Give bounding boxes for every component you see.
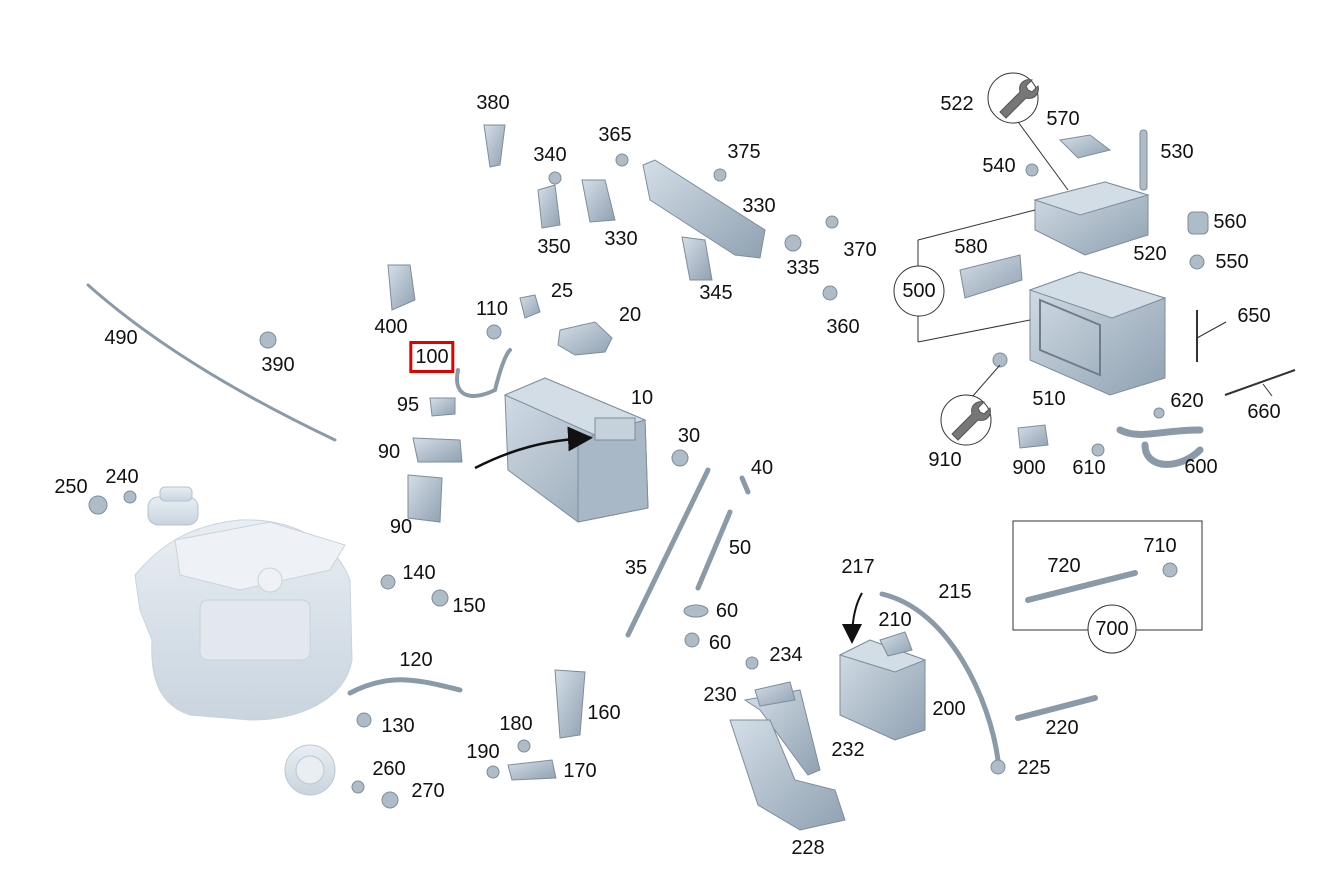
callout-95[interactable]: 95 (396, 394, 420, 416)
callout-170[interactable]: 170 (563, 760, 597, 782)
callout-20[interactable]: 20 (618, 304, 642, 326)
callout-140[interactable]: 140 (402, 562, 436, 584)
callout-620[interactable]: 620 (1170, 390, 1204, 412)
callout-660[interactable]: 660 (1247, 401, 1281, 423)
cross-member (642, 159, 766, 259)
callout-232[interactable]: 232 (831, 739, 865, 761)
callout-530[interactable]: 530 (1160, 141, 1194, 163)
callout-220[interactable]: 220 (1045, 717, 1079, 739)
callout-217[interactable]: 217 (841, 556, 875, 578)
callout-350[interactable]: 350 (537, 236, 571, 258)
callout-150[interactable]: 150 (452, 595, 486, 617)
callout-90[interactable]: 90 (377, 441, 401, 463)
callout-345[interactable]: 345 (699, 282, 733, 304)
callout-50[interactable]: 50 (728, 537, 752, 559)
alternator (284, 744, 336, 796)
callout-580[interactable]: 580 (954, 236, 988, 258)
battery-auxiliary (838, 639, 927, 741)
callout-35[interactable]: 35 (624, 557, 648, 579)
callout-330[interactable]: 330 (742, 195, 776, 217)
callout-160[interactable]: 160 (587, 702, 621, 724)
callout-570[interactable]: 570 (1046, 108, 1080, 130)
callout-700[interactable]: 700 (1095, 618, 1129, 640)
callout-120[interactable]: 120 (399, 649, 433, 671)
callout-610[interactable]: 610 (1072, 457, 1106, 479)
fasteners (88, 129, 1209, 809)
callout-260[interactable]: 260 (372, 758, 406, 780)
callout-510[interactable]: 510 (1032, 388, 1066, 410)
callout-490[interactable]: 490 (104, 327, 138, 349)
callout-60[interactable]: 60 (715, 600, 739, 622)
callout-650[interactable]: 650 (1237, 305, 1271, 327)
callout-900[interactable]: 900 (1012, 457, 1046, 479)
callout-230[interactable]: 230 (703, 684, 737, 706)
callout-335[interactable]: 335 (786, 257, 820, 279)
callout-270[interactable]: 270 (411, 780, 445, 802)
callout-330[interactable]: 330 (604, 228, 638, 250)
callout-210[interactable]: 210 (878, 609, 912, 631)
small-parts (387, 124, 1112, 831)
callout-600[interactable]: 600 (1184, 456, 1218, 478)
callout-90[interactable]: 90 (389, 516, 413, 538)
callout-100[interactable]: 100 (409, 341, 455, 373)
control-unit (1033, 181, 1150, 256)
wrench-icon (951, 79, 1039, 441)
cables-and-rods (86, 283, 1204, 763)
callout-360[interactable]: 360 (826, 316, 860, 338)
callout-240[interactable]: 240 (105, 466, 139, 488)
callout-60[interactable]: 60 (708, 632, 732, 654)
callout-30[interactable]: 30 (677, 425, 701, 447)
callout-540[interactable]: 540 (982, 155, 1016, 177)
electronics-module (1028, 271, 1167, 396)
callout-234[interactable]: 234 (769, 644, 803, 666)
callout-180[interactable]: 180 (499, 713, 533, 735)
callout-40[interactable]: 40 (750, 457, 774, 479)
callout-228[interactable]: 228 (791, 837, 825, 859)
callout-390[interactable]: 390 (261, 354, 295, 376)
callout-520[interactable]: 520 (1133, 243, 1167, 265)
callout-215[interactable]: 215 (938, 581, 972, 603)
callout-130[interactable]: 130 (381, 715, 415, 737)
callout-522[interactable]: 522 (940, 93, 974, 115)
callout-340[interactable]: 340 (533, 144, 567, 166)
callout-375[interactable]: 375 (727, 141, 761, 163)
callout-190[interactable]: 190 (466, 741, 500, 763)
callout-550[interactable]: 550 (1215, 251, 1249, 273)
engine-assembly (134, 519, 353, 721)
callout-365[interactable]: 365 (598, 124, 632, 146)
callout-200[interactable]: 200 (932, 698, 966, 720)
callout-400[interactable]: 400 (374, 316, 408, 338)
starter-motor (147, 486, 199, 526)
callout-370[interactable]: 370 (843, 239, 877, 261)
callout-250[interactable]: 250 (54, 476, 88, 498)
callout-560[interactable]: 560 (1213, 211, 1247, 233)
callout-380[interactable]: 380 (476, 92, 510, 114)
callout-710[interactable]: 710 (1143, 535, 1177, 557)
battery-main (503, 377, 649, 523)
callout-225[interactable]: 225 (1017, 757, 1051, 779)
callout-910[interactable]: 910 (928, 449, 962, 471)
callout-110[interactable]: 110 (476, 298, 508, 320)
callout-25[interactable]: 25 (550, 280, 574, 302)
callout-10[interactable]: 10 (630, 387, 654, 409)
callout-500[interactable]: 500 (902, 280, 936, 302)
callout-720[interactable]: 720 (1047, 555, 1081, 577)
